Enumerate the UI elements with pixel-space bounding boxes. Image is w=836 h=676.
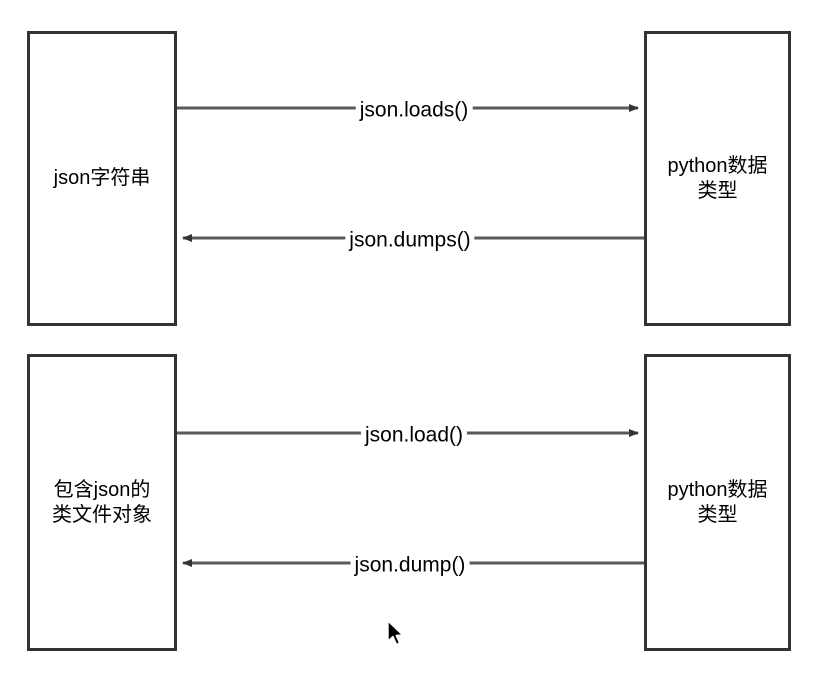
edge-label-dumps: json.dumps() bbox=[345, 229, 475, 251]
node-json-file-object[interactable]: 包含json的 类文件对象 bbox=[27, 354, 177, 651]
mouse-cursor-icon bbox=[387, 620, 404, 646]
node-json-string[interactable]: json字符串 bbox=[27, 31, 177, 326]
node-python-data-type-top[interactable]: python数据 类型 bbox=[644, 31, 791, 326]
node-python-data-type-bottom-label: python数据 类型 bbox=[667, 479, 768, 526]
edge-label-loads: json.loads() bbox=[355, 99, 473, 121]
node-json-string-label: json字符串 bbox=[53, 167, 151, 190]
node-json-file-object-label: 包含json的 类文件对象 bbox=[52, 479, 152, 526]
node-python-data-type-top-label: python数据 类型 bbox=[667, 155, 768, 202]
edge-label-dump: json.dump() bbox=[350, 554, 470, 576]
node-python-data-type-bottom[interactable]: python数据 类型 bbox=[644, 354, 791, 651]
edge-label-load: json.load() bbox=[360, 424, 468, 446]
